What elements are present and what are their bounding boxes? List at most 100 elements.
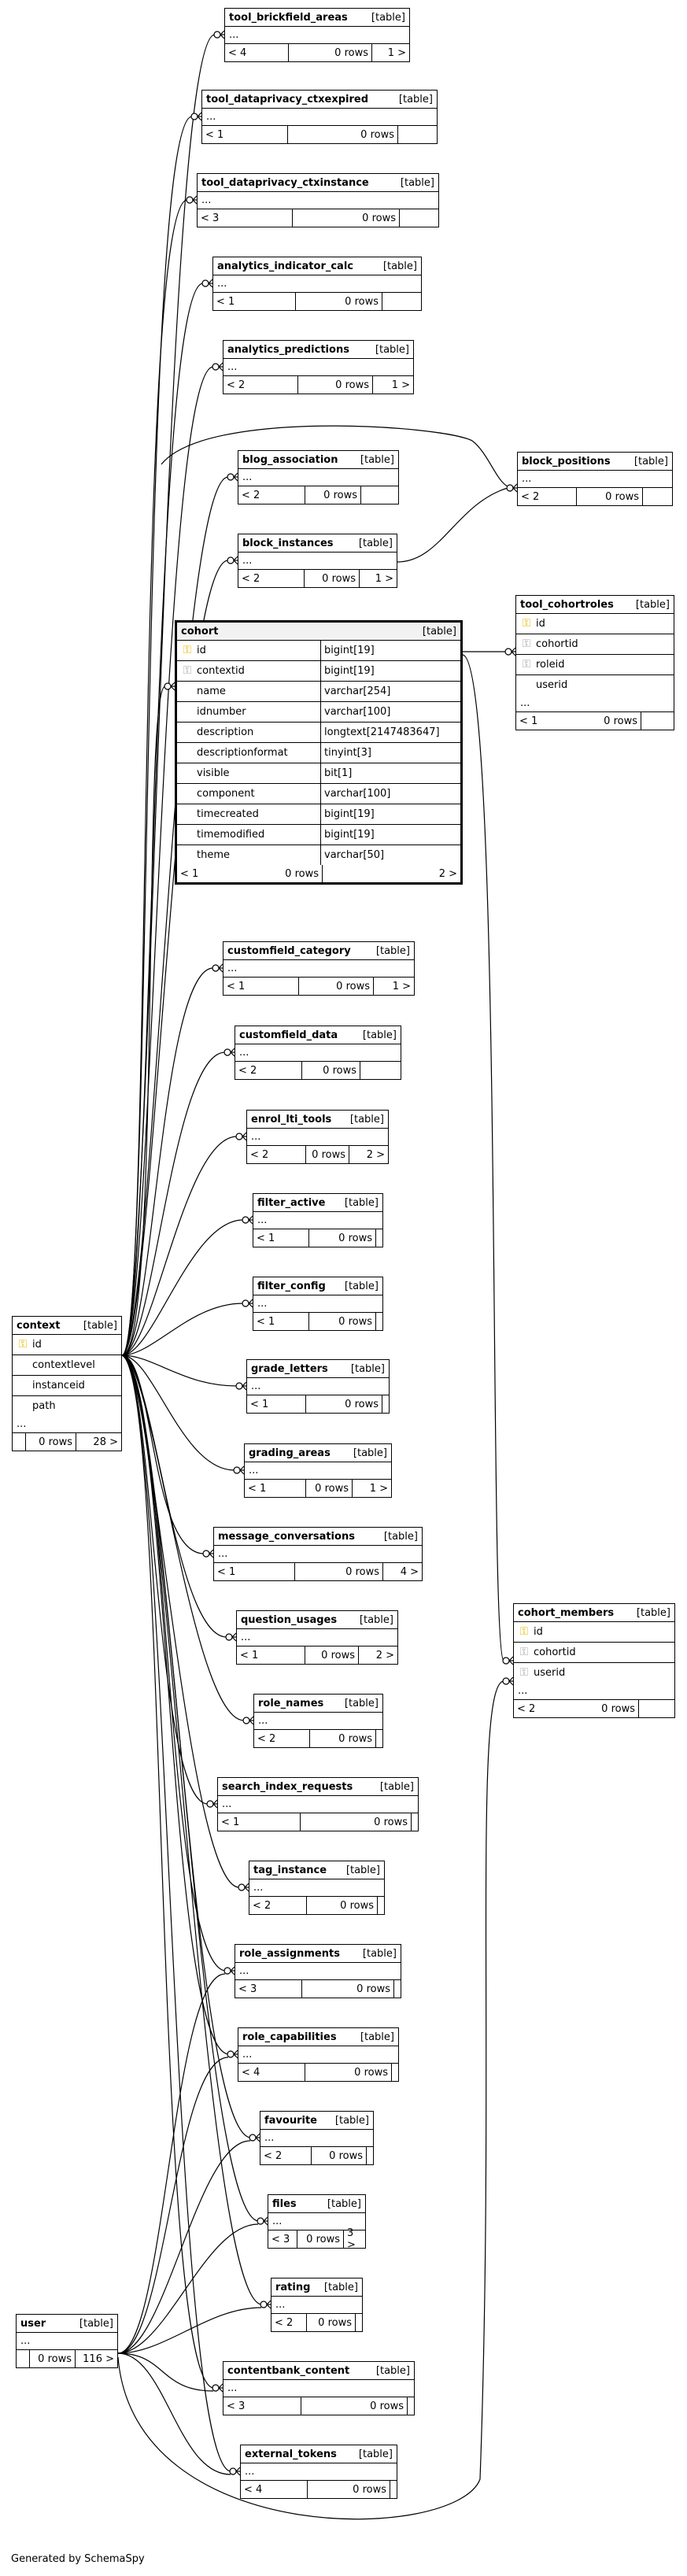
parents-count[interactable]: < 1 — [205, 128, 224, 141]
children-count[interactable] — [411, 1813, 418, 1831]
table-context[interactable]: context [table] ⚿id contextlevel instanc… — [12, 1316, 122, 1451]
children-count[interactable] — [407, 2397, 414, 2415]
children-count[interactable]: 1 > — [373, 978, 414, 995]
children-count[interactable]: 4 > — [382, 1563, 422, 1580]
children-count[interactable] — [641, 712, 674, 730]
children-count[interactable] — [399, 209, 438, 227]
column-row[interactable]: path — [13, 1396, 121, 1416]
children-count[interactable] — [638, 1700, 674, 1717]
children-count[interactable] — [382, 293, 421, 310]
parents-count[interactable]: < 1 — [250, 1398, 269, 1410]
parents-count[interactable]: < 2 — [238, 1064, 257, 1077]
parents-count[interactable] — [13, 1433, 25, 1451]
parents-count[interactable]: < 1 — [227, 980, 246, 992]
children-count[interactable]: 1 > — [372, 376, 413, 394]
children-count[interactable]: 3 > — [343, 2227, 365, 2251]
column-row[interactable]: userid — [516, 675, 674, 695]
parents-count[interactable]: < 2 — [227, 379, 246, 391]
children-count[interactable] — [397, 126, 437, 143]
parents-count[interactable]: < 4 — [228, 46, 247, 59]
parents-count[interactable]: < 1 — [257, 1232, 275, 1244]
parents-count[interactable]: < 1 — [216, 295, 235, 308]
children-count[interactable] — [360, 1062, 401, 1079]
children-count[interactable] — [642, 488, 672, 505]
table-user[interactable]: user [table] ... 0 rows 116 > — [16, 2314, 118, 2368]
table-tool-cohortroles[interactable]: tool_cohortroles [table] ⚿id⚿cohortid⚿ro… — [515, 595, 674, 730]
children-count[interactable] — [366, 2147, 373, 2164]
column-row[interactable]: ⚿id — [514, 1622, 674, 1643]
parents-count[interactable]: < 2 — [253, 1899, 271, 1912]
children-count[interactable] — [382, 1395, 389, 1413]
children-count[interactable]: 2 > — [349, 1146, 388, 1163]
parents-count[interactable]: < 2 — [250, 1148, 269, 1161]
children-count[interactable] — [390, 2481, 397, 2498]
parents-count[interactable]: < 1 — [257, 1315, 275, 1328]
parents-count[interactable]: < 1 — [240, 1649, 259, 1661]
column-row[interactable]: ⚿userid — [514, 1663, 674, 1683]
children-count[interactable] — [360, 486, 398, 504]
children-count[interactable] — [375, 1229, 382, 1247]
children-count[interactable] — [375, 1730, 382, 1747]
children-count[interactable]: 28 > — [76, 1433, 121, 1451]
children-count[interactable] — [375, 1313, 382, 1330]
parents-count[interactable]: < 2 — [275, 2316, 294, 2329]
parents-count[interactable]: < 2 — [264, 2149, 283, 2162]
parents-count[interactable]: < 2 — [257, 1732, 276, 1745]
children-count[interactable] — [377, 1897, 384, 1914]
parents-count[interactable]: < 1 — [519, 715, 538, 727]
parents-count[interactable]: < 1 — [180, 867, 199, 880]
children-count[interactable]: 1 > — [371, 44, 409, 61]
parents-count[interactable]: < 2 — [242, 489, 260, 501]
children-count[interactable] — [355, 2314, 362, 2331]
column-row[interactable]: ⚿roleid — [516, 655, 674, 675]
parents-count[interactable]: < 2 — [242, 572, 260, 585]
column-row[interactable]: ⚿cohortid — [516, 634, 674, 655]
parents-count[interactable] — [17, 2350, 29, 2367]
parents-count[interactable]: < 2 — [517, 1702, 536, 1715]
parents-count[interactable]: < 4 — [244, 2483, 263, 2496]
parents-count[interactable]: < 3 — [271, 2233, 290, 2245]
parents-count[interactable]: < 3 — [227, 2400, 246, 2412]
column-row[interactable]: ⚿id — [13, 1335, 121, 1355]
children-count[interactable] — [393, 1980, 401, 1998]
column-row[interactable]: contextlevel — [13, 1355, 121, 1376]
children-count[interactable]: 2 > — [322, 865, 460, 882]
table-block-positions[interactable]: block_positions [table] ... < 2 0 rows — [517, 452, 673, 506]
table-cohort-members[interactable]: cohort_members [table] ⚿id⚿cohortid⚿user… — [513, 1603, 675, 1718]
parents-count[interactable]: < 1 — [248, 1482, 267, 1495]
table-tool-dataprivacy-ctxinstance[interactable]: tool_dataprivacy_ctxinstance[table]...< … — [197, 173, 439, 227]
children-count[interactable]: 116 > — [75, 2350, 117, 2367]
parents-count[interactable]: < 1 — [217, 1565, 236, 1578]
parents-count[interactable]: < 2 — [521, 490, 540, 503]
